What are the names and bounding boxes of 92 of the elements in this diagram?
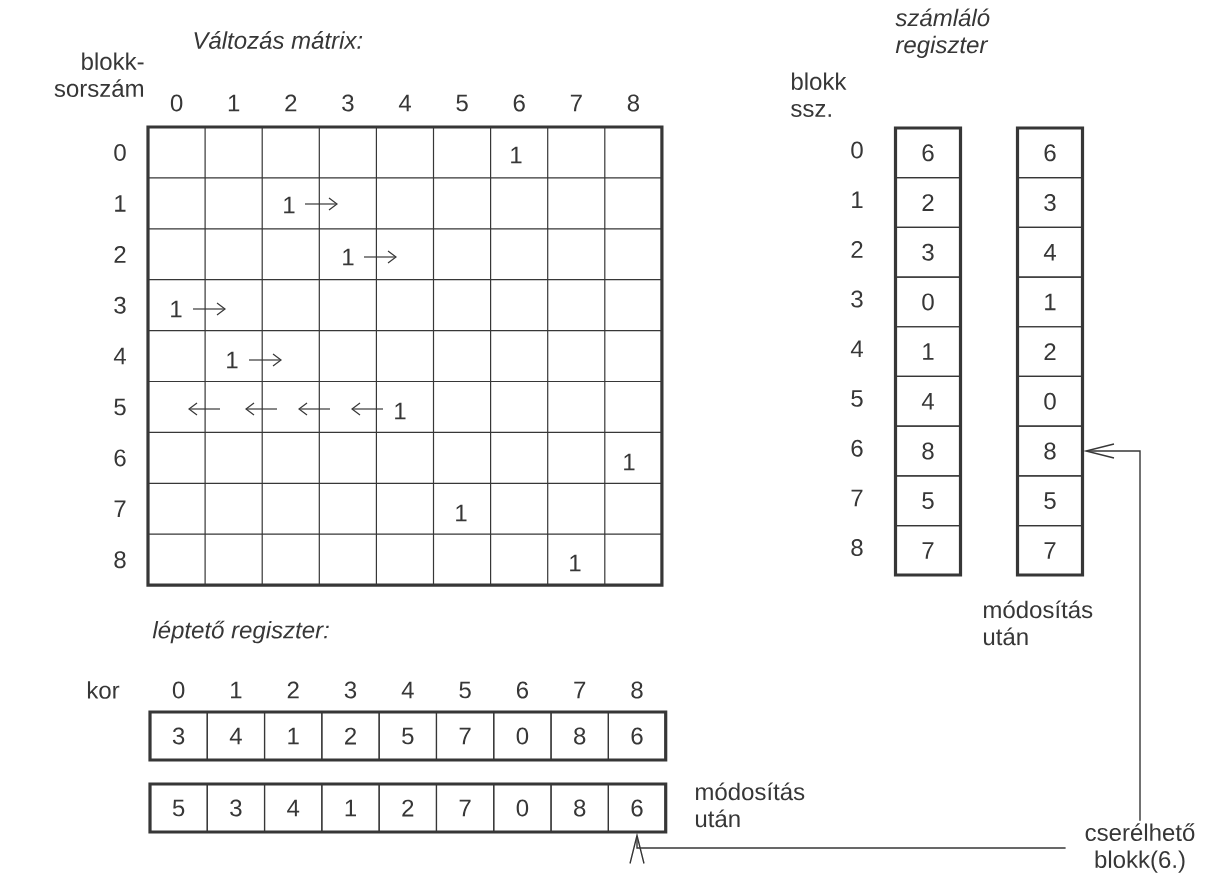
axis-label: 1	[624, 453, 635, 471]
register-cell: 1	[263, 711, 323, 761]
axis-label: 5	[456, 94, 468, 112]
axis-label: 2	[851, 241, 863, 258]
axis-label: 6	[851, 439, 863, 457]
axis-label: 6	[516, 681, 529, 699]
axis-label: kor	[87, 681, 120, 699]
axis-label: 8	[851, 539, 863, 557]
register-cell: 2	[321, 711, 380, 761]
section-title: Változás mátrix:	[194, 31, 363, 49]
axis-label: 8	[631, 681, 643, 699]
register-cell: 8	[894, 425, 962, 477]
axis-label: 0	[172, 681, 185, 699]
node-label: 6	[922, 144, 934, 162]
register-cell: 7	[435, 783, 495, 833]
register-cell: 1	[1016, 276, 1084, 328]
register-cell: 5	[1016, 475, 1084, 527]
register-cell: 0	[493, 783, 552, 833]
node-label: 3	[172, 727, 185, 745]
register-cell: 4	[894, 375, 962, 427]
axis-label: 2	[287, 681, 299, 699]
register-cell: 3	[206, 783, 266, 833]
axis-label: 1	[511, 146, 522, 164]
register-cell: 5	[894, 475, 962, 527]
axis-label: 5	[851, 390, 863, 407]
axis-label: 4	[850, 340, 863, 358]
arrow	[1083, 443, 1141, 822]
axis-label: 6	[513, 94, 525, 112]
axis-label: 7	[570, 94, 582, 112]
section-title: léptető regiszter:	[152, 620, 329, 644]
axis-label: 1	[343, 248, 354, 266]
register-cell: 3	[1016, 177, 1084, 228]
axis-label: 1	[231, 681, 242, 699]
axis-label: 3	[114, 296, 126, 314]
callout-text: cserélhető blokk(6.)	[1085, 823, 1195, 873]
axis-label: 1	[456, 504, 467, 522]
axis-label: 0	[851, 141, 863, 159]
section-title: számláló regiszter	[895, 8, 990, 59]
axis-label: blokk-sorszám	[54, 52, 144, 97]
axis-label: 1	[115, 195, 126, 212]
register-cell: 1	[321, 783, 380, 833]
register-cell: 2	[894, 177, 962, 228]
axis-label: módosítás után	[695, 782, 805, 828]
axis-label: 1	[228, 94, 240, 112]
axis-label: 2	[114, 245, 126, 263]
axis-label: 7	[574, 681, 586, 699]
register-cell: 0	[1016, 375, 1084, 427]
axis-label: blokk ssz.	[791, 72, 847, 117]
register-cell: 4	[206, 711, 266, 761]
register-cell: 6	[607, 783, 667, 833]
axis-label: 6	[114, 449, 126, 467]
axis-label: 1	[227, 351, 238, 369]
register-cell: 3	[894, 226, 962, 278]
register-cell: 6	[607, 711, 667, 761]
register-cell: 8	[550, 711, 609, 761]
register-cell: 4	[263, 783, 323, 833]
axis-label: 4	[401, 681, 414, 699]
axis-label: 3	[851, 290, 863, 308]
axis-label: 7	[114, 500, 126, 518]
register-cell: 7	[1016, 524, 1084, 576]
axis-label: 8	[627, 94, 640, 112]
axis-label: 1	[284, 196, 295, 214]
axis-label: 3	[344, 681, 357, 699]
arrow	[629, 832, 1067, 865]
register-cell: 0	[493, 711, 552, 761]
axis-label: 1	[171, 300, 182, 318]
node-label: 6	[1044, 144, 1056, 162]
axis-label: 1	[395, 402, 406, 420]
axis-label: 8	[114, 551, 126, 569]
register-cell: 1	[894, 326, 962, 378]
axis-label: 0	[114, 144, 126, 161]
axis-label: 0	[170, 94, 183, 112]
register-cell: 2	[378, 783, 438, 833]
axis-label: 3	[342, 94, 354, 112]
register-cell: 2	[1016, 326, 1084, 378]
axis-label: 5	[459, 681, 471, 699]
axis-label: 5	[114, 398, 126, 416]
register-cell: 5	[378, 711, 438, 761]
register-cell: 0	[894, 276, 962, 328]
axis-label: 4	[398, 94, 411, 112]
axis-label: 1	[852, 191, 863, 208]
axis-label: 2	[285, 94, 297, 112]
register-cell: 7	[435, 711, 495, 761]
axis-label: 1	[570, 554, 581, 572]
axis-label: módosítás után	[983, 600, 1093, 646]
axis-label: 4	[113, 347, 126, 365]
register-cell: 8	[550, 783, 609, 833]
register-cell: 4	[1016, 226, 1084, 278]
register-cell: 7	[894, 524, 962, 576]
register-cell: 8	[1016, 425, 1084, 477]
node-label: 5	[172, 799, 185, 817]
axis-label: 7	[851, 489, 863, 507]
